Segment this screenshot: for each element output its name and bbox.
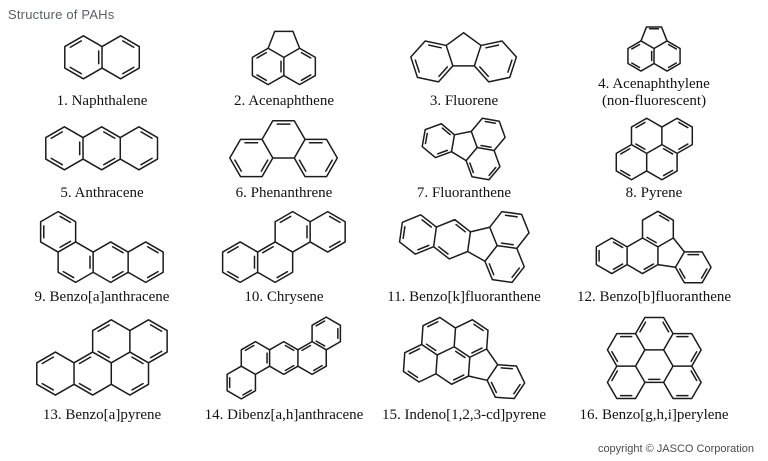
molecule-cell-1: 1. Naphthalene bbox=[10, 22, 194, 112]
molecule-label-4: 4. Acenaphthylene bbox=[598, 76, 710, 93]
molecule-cell-13: 13. Benzo[a]pyrene bbox=[10, 308, 194, 426]
molecule-cell-7: 7. Fluoranthene bbox=[374, 112, 554, 204]
structure-fluorene bbox=[374, 22, 554, 93]
molecule-cell-10: 10. Chrysene bbox=[194, 204, 374, 308]
molecule-label-11: 11. Benzo[k]fluoranthene bbox=[387, 289, 541, 306]
molecule-cell-5: 5. Anthracene bbox=[10, 112, 194, 204]
page-title: Structure of PAHs bbox=[8, 7, 115, 22]
molecule-label-5: 5. Anthracene bbox=[60, 185, 144, 202]
molecule-label-8: 8. Pyrene bbox=[625, 185, 683, 202]
molecule-label-12: 12. Benzo[b]fluoranthene bbox=[576, 289, 732, 306]
molecule-label-15: 15. Indeno[1,2,3-cd]pyrene bbox=[381, 407, 547, 424]
molecule-cell-6: 6. Phenanthrene bbox=[194, 112, 374, 204]
molecule-label-14: 14. Dibenz[a,h]anthracene bbox=[204, 407, 364, 424]
structure-benzo-g-h-i-perylene bbox=[554, 308, 754, 407]
molecule-sublabel-4: (non-fluorescent) bbox=[601, 93, 707, 110]
molecule-grid: 1. Naphthalene 2. Acenaphthene 3. Fluorene… bbox=[10, 22, 758, 426]
copyright-text: copyright © JASCO Corporation bbox=[597, 443, 754, 455]
molecule-cell-8: 8. Pyrene bbox=[554, 112, 754, 204]
molecule-cell-16: 16. Benzo[g,h,i]perylene bbox=[554, 308, 754, 426]
structure-pyrene bbox=[554, 112, 754, 185]
molecule-label-6: 6. Phenanthrene bbox=[235, 185, 333, 202]
molecule-label-9: 9. Benzo[a]anthracene bbox=[34, 289, 170, 306]
molecule-label-3: 3. Fluorene bbox=[429, 93, 499, 110]
structure-acenaphthene bbox=[194, 22, 374, 93]
structure-benzo-a-pyrene bbox=[10, 308, 194, 407]
structure-chrysene bbox=[194, 204, 374, 289]
molecule-cell-9: 9. Benzo[a]anthracene bbox=[10, 204, 194, 308]
molecule-cell-12: 12. Benzo[b]fluoranthene bbox=[554, 204, 754, 308]
molecule-label-1: 1. Naphthalene bbox=[56, 93, 148, 110]
structure-benzo-a-anthracene bbox=[10, 204, 194, 289]
molecule-cell-14: 14. Dibenz[a,h]anthracene bbox=[194, 308, 374, 426]
structure-anthracene bbox=[10, 112, 194, 185]
molecule-label-10: 10. Chrysene bbox=[244, 289, 324, 306]
molecule-label-2: 2. Acenaphthene bbox=[234, 93, 334, 110]
structure-benzo-b-fluoranthene bbox=[554, 204, 754, 289]
structure-acenaphthylene bbox=[554, 22, 754, 76]
structure-dibenz-a-h-anthracene bbox=[194, 308, 374, 407]
structure-benzo-k-fluoranthene bbox=[374, 204, 554, 289]
molecule-label-16: 16. Benzo[g,h,i]perylene bbox=[579, 407, 729, 424]
molecule-cell-11: 11. Benzo[k]fluoranthene bbox=[374, 204, 554, 308]
structure-phenanthrene bbox=[194, 112, 374, 185]
molecule-cell-3: 3. Fluorene bbox=[374, 22, 554, 112]
molecule-label-7: 7. Fluoranthene bbox=[416, 185, 512, 202]
molecule-cell-2: 2. Acenaphthene bbox=[194, 22, 374, 112]
structure-naphthalene bbox=[10, 22, 194, 93]
structure-fluoranthene bbox=[374, 112, 554, 185]
molecule-cell-4: 4. Acenaphthylene(non-fluorescent) bbox=[554, 22, 754, 112]
structure-indeno-1-2-3-cd-pyrene bbox=[374, 308, 554, 407]
molecule-label-13: 13. Benzo[a]pyrene bbox=[42, 407, 162, 424]
molecule-cell-15: 15. Indeno[1,2,3-cd]pyrene bbox=[374, 308, 554, 426]
